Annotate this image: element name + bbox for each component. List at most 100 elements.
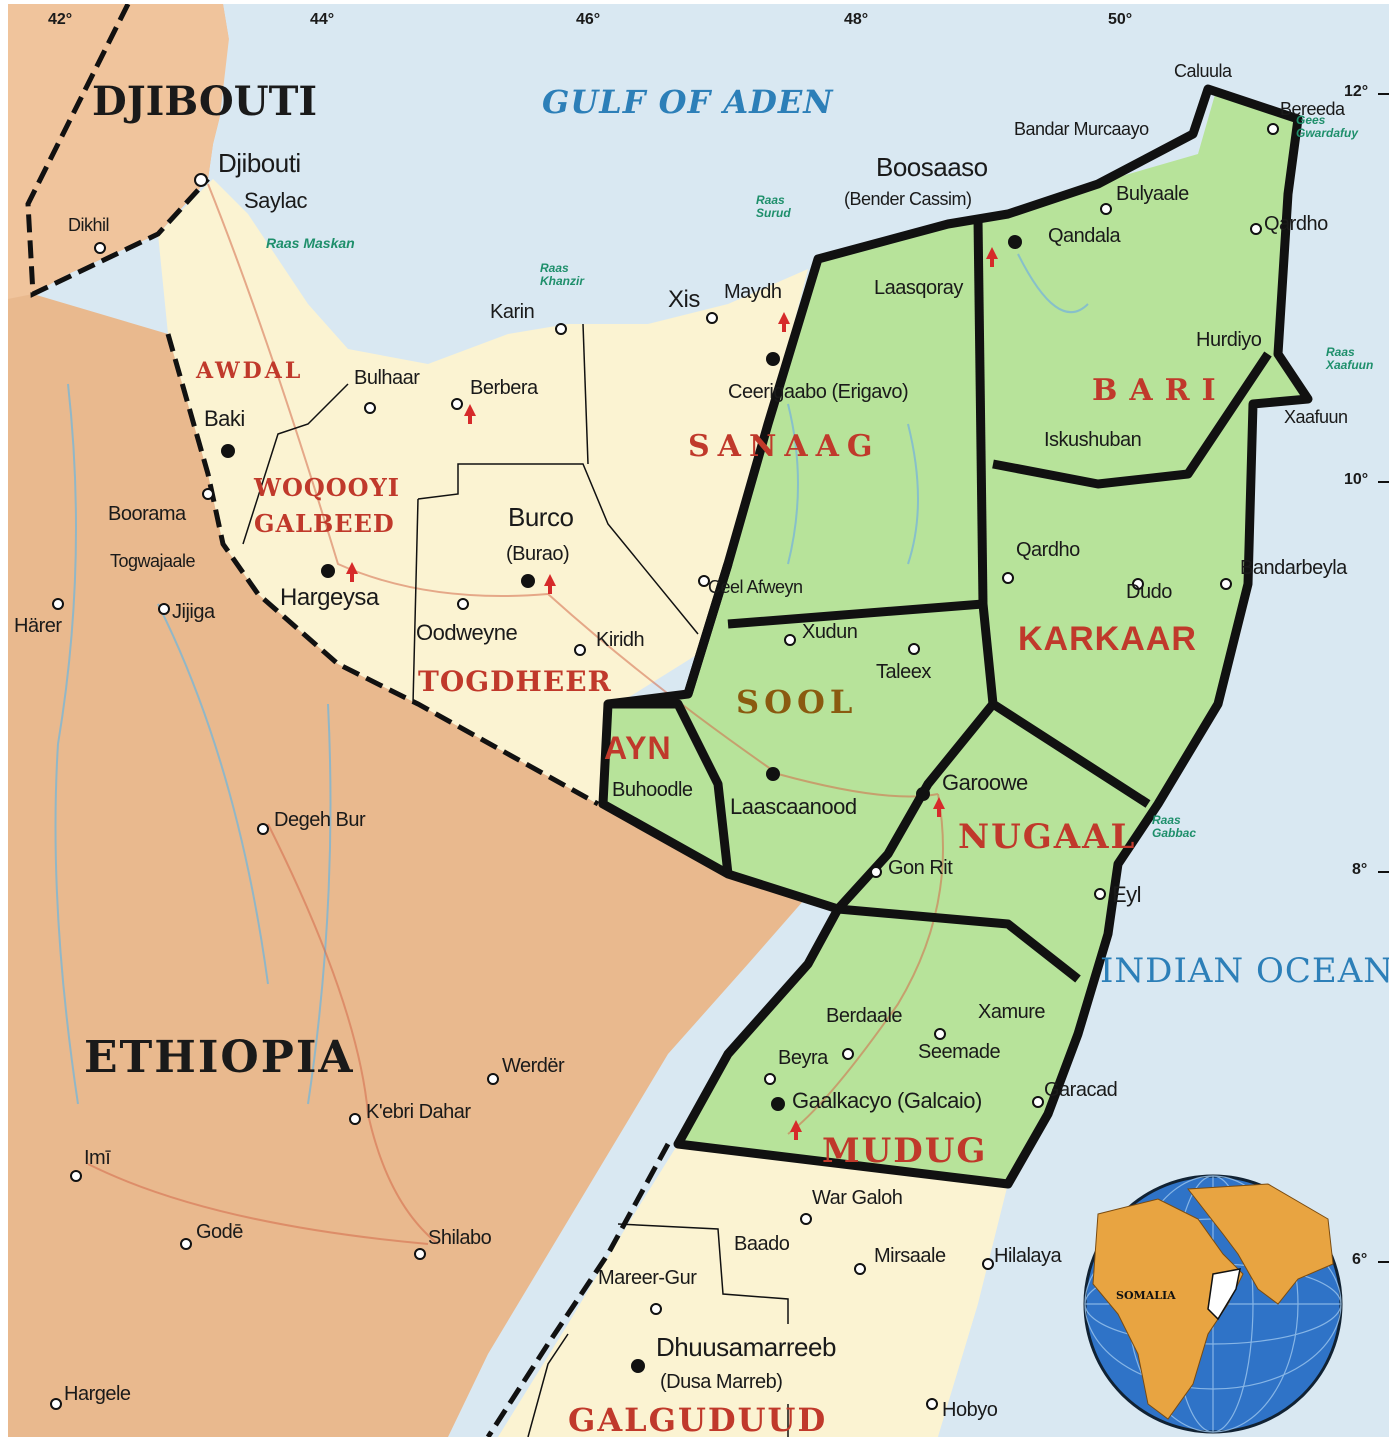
town-mirsaale: Mirsaale (874, 1245, 946, 1267)
town-bereeda: Bereeda (1280, 99, 1345, 119)
town-jijiga: Jijiga (172, 601, 215, 623)
town-garoowe: Garoowe (942, 770, 1028, 795)
town-caluula: Caluula (1174, 61, 1232, 81)
lat-12-label: 12° (1344, 83, 1369, 100)
town-bulyaale: Bulyaale (1116, 183, 1189, 205)
town-hobyo: Hobyo (942, 1399, 998, 1421)
region-woqooyi-2: GALBEED (254, 509, 395, 538)
town-harer: Härer (14, 615, 62, 637)
town-togwajaale: Togwajaale (110, 551, 196, 571)
cape-gabbac: Raas Gabbac (1152, 813, 1197, 840)
lat-10-label: 10° (1344, 471, 1369, 488)
town-hurdiyo: Hurdiyo (1196, 329, 1262, 351)
town-ceel-afweyn: Ceel Afweyn (708, 577, 803, 597)
indian-ocean-sea (938, 84, 1389, 1437)
region-karkaar: KARKAAR (1018, 620, 1197, 658)
globe-somalia-label: SOMALIA (1116, 1289, 1176, 1302)
town-hilalaya: Hilalaya (994, 1245, 1062, 1267)
cape-xaafuun: Raas Xaafuun (1326, 345, 1374, 372)
region-awdal: AWDAL (196, 358, 304, 384)
town-kirdh: Kiridh (596, 629, 645, 651)
globe-somalia (1207, 1268, 1241, 1321)
region-sool: SOOL (736, 683, 858, 721)
town-xis: Xis (668, 286, 700, 313)
somaliland-land (158, 179, 808, 804)
town-baado: Baado (734, 1233, 790, 1255)
region-galguduud: GALGUDUUD (568, 1401, 828, 1437)
town-berbera: Berbera (470, 377, 538, 399)
town-shilabo: Shilabo (428, 1227, 492, 1249)
lat-6-label: 6° (1352, 1251, 1368, 1268)
town-xaafuun: Xaafuun (1284, 407, 1348, 427)
town-burao: (Burao) (506, 543, 570, 565)
graticule-ticks (1378, 93, 1389, 1263)
lon-42-label: 42° (48, 11, 73, 28)
town-maydh: Maydh (724, 281, 782, 303)
town-baki: Baki (204, 406, 245, 431)
globe-africa (1092, 1198, 1244, 1420)
town-seemade: Seemade (918, 1041, 1001, 1063)
internal-borders (242, 323, 789, 1437)
town-mareer-gur: Mareer-Gur (598, 1267, 697, 1289)
town-bosaso: Boosaaso (876, 152, 988, 182)
town-beyra: Beyra (778, 1047, 828, 1069)
ethiopia-land (8, 4, 818, 1437)
town-k-dahar: K'ebri Dahar (366, 1101, 471, 1123)
globe-inset (1083, 1174, 1343, 1434)
town-bandarbeyla: Bandarbeyla (1240, 557, 1347, 579)
town-hargele: Hargele (64, 1383, 131, 1405)
town-karin: Karin (490, 301, 535, 323)
cape-surud: Raas Surud (756, 193, 791, 220)
region-togdheer: TOGDHEER (418, 665, 612, 698)
lat-8-label: 8° (1352, 861, 1368, 878)
gulf-of-aden-label: GULF OF ADEN (542, 83, 834, 121)
town-war-galoh: War Galoh (812, 1187, 903, 1209)
town-garacad: Garacad (1044, 1079, 1118, 1101)
lon-48-label: 48° (844, 11, 869, 28)
town-bulhar: Bulhaar (354, 367, 420, 389)
airport-markers (346, 247, 998, 1140)
town-dudo: Dudo (1126, 581, 1172, 603)
town-dhusamareeb: Dhuusamarreeb (656, 1332, 836, 1362)
rivers (54, 253, 1089, 1105)
town-laasqoray: Laasqoray (874, 277, 963, 299)
town-burco: Burco (508, 502, 574, 532)
roads (87, 183, 944, 1245)
town-dikhil: Dikhil (68, 215, 110, 235)
town-buhoodle: Buhoodle (612, 779, 693, 801)
cape-khanzir: Raas Khanzir (540, 261, 585, 288)
cape-guardafui: Gees Gwardafuy (1296, 113, 1359, 140)
lon-46-label: 46° (576, 11, 601, 28)
town-djibouti: Djibouti (218, 148, 301, 178)
town-berdaale: Berdaale (826, 1005, 903, 1027)
town-markers (50, 123, 1279, 1410)
town-borama: Boorama (108, 503, 186, 525)
region-mudug: MUDUG (822, 1131, 988, 1171)
globe-asia (1187, 1183, 1334, 1305)
lon-50-label: 50° (1108, 11, 1133, 28)
town-qandala: Qandala (1048, 225, 1121, 247)
town-gode: Godē (196, 1221, 243, 1243)
lon-44-label: 44° (310, 11, 335, 28)
gulf-of-aden-sea (213, 4, 1389, 362)
region-woqooyi-1: WOQOOYI (254, 473, 400, 502)
region-sanaag: SANAAG (688, 429, 881, 464)
town-degeh-bur: Degeh Bur (274, 809, 366, 831)
town-galkayo: Gaalkacyo (Galcaio) (792, 1088, 982, 1113)
country-ethiopia: ETHIOPIA (84, 1032, 355, 1083)
puntland-land (603, 89, 1308, 1184)
town-saylac: Saylac (244, 188, 308, 213)
map-canvas (8, 4, 1389, 1437)
town-qardho-top: Qardho (1264, 213, 1328, 235)
town-erigavo: Ceerigaabo (Erigavo) (728, 381, 909, 403)
country-djibouti: DJIBOUTI (92, 78, 318, 125)
indian-ocean-label: INDIAN OCEAN (1100, 951, 1389, 991)
town-werder: Werdër (502, 1055, 565, 1077)
cape-maskan: Raas Maskan (266, 235, 355, 251)
town-oodweyne: Oodweyne (416, 620, 518, 645)
region-bari: BARI (1092, 373, 1228, 408)
region-nugaal: NUGAAL (958, 817, 1137, 857)
town-gonrit: Gon Rit (888, 857, 953, 879)
town-dhusamareeb-alt: (Dusa Marreb) (660, 1371, 783, 1393)
town-taleex: Taleex (876, 661, 931, 683)
